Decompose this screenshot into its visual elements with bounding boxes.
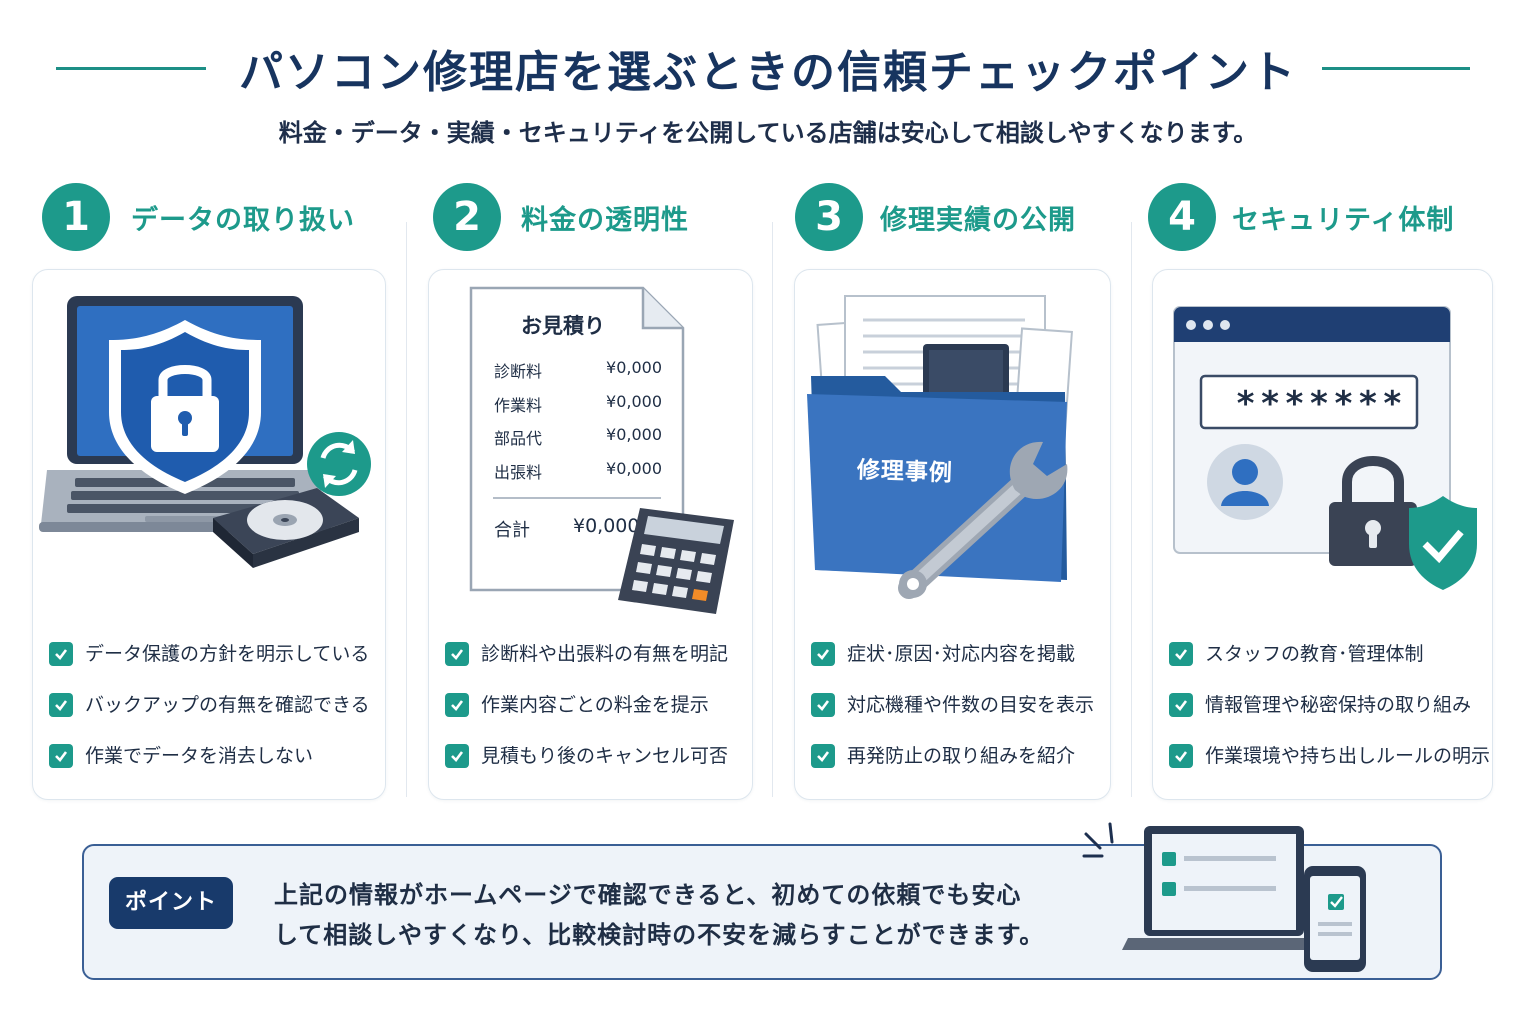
estimate-row-label: 作業料 — [494, 395, 543, 415]
check-label: 対応機種や件数の目安を表示 — [847, 694, 1095, 716]
estimate-row: 診断料 ¥0,000 — [494, 358, 662, 392]
column-divider — [772, 222, 773, 797]
checklist-3: 症状･原因･対応内容を掲載 対応機種や件数の目安を表示 再発防止の取り組みを紹介 — [811, 642, 1104, 795]
check-icon — [445, 642, 469, 666]
estimate-row-label: 出張料 — [494, 462, 543, 482]
column-divider — [406, 222, 407, 797]
list-item: 再発防止の取り組みを紹介 — [811, 744, 1104, 795]
list-item: スタッフの教育･管理体制 — [1169, 642, 1486, 693]
checklist-1: データ保護の方針を明示している バックアップの有無を確認できる 作業でデータを消… — [49, 642, 379, 795]
point-text-line-1: 上記の情報がホームページで確認できると、初めての依頼でも安心 — [274, 881, 1022, 909]
list-item: 診断料や出張料の有無を明記 — [445, 642, 746, 693]
password-field: ******* — [1235, 384, 1407, 424]
check-icon — [811, 744, 835, 768]
checklist-4: スタッフの教育･管理体制 情報管理や秘密保持の取り組み 作業環境や持ち出しルール… — [1169, 642, 1490, 795]
estimate-row-label: 部品代 — [494, 429, 543, 448]
lock-shield-icon — [1329, 456, 1477, 590]
estimate-row: 部品代 ¥0,000 — [494, 425, 662, 459]
section-number-2: 2 — [433, 183, 501, 251]
check-label: 再発防止の取り組みを紹介 — [847, 745, 1076, 767]
check-label: 作業環境や持ち出しルールの明示 — [1205, 745, 1491, 767]
page-title: パソコン修理店を選ぶときの信頼チェックポイント — [239, 47, 1297, 98]
section-number-3: 3 — [795, 183, 863, 251]
section-title-4: セキュリティ体制 — [1232, 205, 1455, 236]
check-label: スタッフの教育･管理体制 — [1205, 643, 1424, 665]
estimate-heading: お見積り — [521, 314, 605, 338]
list-item: 作業でデータを消去しない — [49, 744, 379, 795]
page-subtitle: 料金・データ・実績・セキュリティを公開している店舗は安心して相談しやすくなります… — [278, 119, 1258, 147]
check-label: 情報管理や秘密保持の取り組み — [1205, 694, 1472, 716]
section-card-1: データ保護の方針を明示している バックアップの有無を確認できる 作業でデータを消… — [32, 269, 386, 800]
check-label: 作業でデータを消去しない — [85, 745, 314, 767]
list-item: データ保護の方針を明示している — [49, 642, 379, 693]
estimate-row-label: 診断料 — [494, 362, 543, 381]
estimate-row-value: ¥0,000 — [606, 358, 662, 377]
estimate-row-value: ¥0,000 — [606, 391, 662, 411]
folder-label: 修理事例 — [856, 457, 954, 487]
folder-wrench-icon: 修理事例 — [795, 270, 1110, 615]
calculator-icon — [618, 508, 734, 614]
estimate-row: 出張料 ¥0,000 — [494, 459, 662, 493]
estimate-rows: 診断料 ¥0,000 作業料 ¥0,000 部品代 ¥0,000 出張料 ¥0,000 — [494, 358, 662, 492]
section-title-3: 修理実績の公開 — [880, 205, 1076, 236]
section-card-3: 修理事例 症状･原因･対応内容を掲載 対応機種や件数の目安を表示 再発防止の取り… — [794, 269, 1111, 800]
check-icon — [445, 693, 469, 717]
estimate-row-value: ¥0,000 — [606, 425, 662, 444]
section-card-2: お見積り 診断料 ¥0,000 作業料 ¥0,000 部品代 ¥0,000 出張料 ¥0… — [428, 269, 753, 800]
check-label: 見積もり後のキャンセル可否 — [481, 745, 729, 767]
section-number-1: 1 — [42, 183, 110, 251]
list-item: 作業内容ごとの料金を提示 — [445, 693, 746, 744]
check-label: バックアップの有無を確認できる — [85, 694, 370, 716]
checklist-2: 診断料や出張料の有無を明記 作業内容ごとの料金を提示 見積もり後のキャンセル可否 — [445, 642, 746, 795]
section-title-1: データの取り扱い — [131, 205, 355, 236]
list-item: 対応機種や件数の目安を表示 — [811, 693, 1104, 744]
title-line-right — [1322, 67, 1470, 70]
check-icon — [1169, 642, 1193, 666]
check-label: データ保護の方針を明示している — [85, 643, 370, 665]
list-item: 症状･原因･対応内容を掲載 — [811, 642, 1104, 693]
check-icon — [445, 744, 469, 768]
section-title-2: 料金の透明性 — [521, 205, 689, 236]
login-security-icon: ******* — [1153, 270, 1492, 610]
title-line-left — [56, 67, 206, 70]
estimate-total-label: 合計 — [494, 520, 530, 541]
estimate-row: 作業料 ¥0,000 — [494, 392, 662, 426]
check-icon — [811, 642, 835, 666]
list-item: 情報管理や秘密保持の取り組み — [1169, 693, 1486, 744]
laptop-phone-checklist-icon — [1082, 822, 1366, 972]
check-icon — [49, 693, 73, 717]
point-text-line-2: して相談しやすくなり、比較検討時の不安を減らすことができます。 — [274, 921, 1045, 949]
estimate-total-value: ¥0,000 — [573, 515, 640, 537]
list-item: 作業環境や持ち出しルールの明示 — [1169, 744, 1490, 795]
check-icon — [1169, 744, 1193, 768]
estimate-calculator-icon: お見積り 診断料 ¥0,000 作業料 ¥0,000 部品代 ¥0,000 出張料 ¥0… — [429, 270, 752, 614]
section-number-4: 4 — [1148, 183, 1216, 251]
browser-window-icon — [1173, 306, 1451, 554]
check-label: 作業内容ごとの料金を提示 — [481, 694, 709, 716]
check-icon — [49, 744, 73, 768]
list-item: 見積もり後のキャンセル可否 — [445, 744, 746, 795]
list-item: バックアップの有無を確認できる — [49, 693, 379, 744]
check-icon — [1169, 693, 1193, 717]
estimate-document-icon — [469, 286, 685, 592]
check-icon — [49, 642, 73, 666]
point-badge: ポイント — [109, 877, 233, 929]
check-label: 診断料や出張料の有無を明記 — [481, 643, 729, 665]
estimate-row-value: ¥0,000 — [606, 458, 662, 478]
check-label: 症状･原因･対応内容を掲載 — [847, 643, 1076, 665]
column-divider — [1131, 222, 1132, 797]
section-card-4: ******* スタッフの教育･管理体制 情報管理や秘密保持の取り組み 作業環境… — [1152, 269, 1493, 800]
folder-illustration — [807, 295, 1073, 599]
laptop-shield-lock-icon — [39, 296, 371, 568]
check-icon — [811, 693, 835, 717]
